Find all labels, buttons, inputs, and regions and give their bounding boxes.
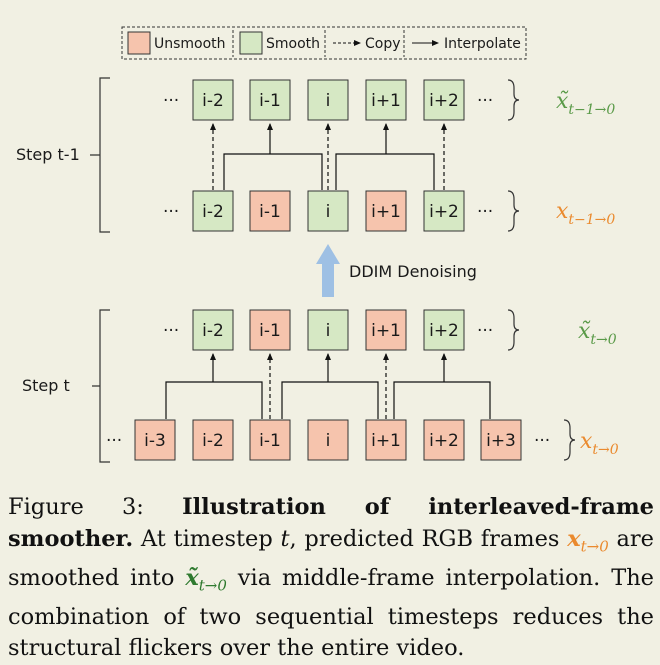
label-xtilde-t: x̃t→0 — [578, 319, 617, 348]
frame-label: i+1 — [371, 91, 401, 111]
frame-label: i-1 — [259, 202, 281, 222]
step-t1-brace — [90, 77, 110, 233]
caption-title: Illustration of interleaved-frame smooth… — [8, 494, 654, 552]
interp-bracket — [335, 153, 435, 190]
ddim-label: DDIM Denoising — [349, 262, 477, 281]
ellipsis-right-r1: ··· — [477, 91, 493, 111]
frame-box — [365, 419, 407, 461]
right-brace-t-top — [507, 309, 520, 351]
frame-label: i+1 — [371, 202, 401, 222]
frame-box — [307, 79, 349, 121]
frame-label: i-2 — [202, 91, 224, 111]
frame-box — [365, 309, 407, 351]
ellipsis-right-r4: ··· — [534, 431, 550, 451]
frame-box — [134, 419, 176, 461]
frame-label: i-1 — [259, 321, 281, 341]
frame-box — [249, 190, 291, 232]
right-brace-t1-top — [507, 79, 520, 121]
step-t-label: Step t — [22, 376, 70, 395]
row-t-top: i-2 i-1 i i+1 i+2 — [192, 309, 465, 351]
frame-box — [249, 79, 291, 121]
interp-bracket — [393, 381, 491, 419]
ellipsis-right-r2: ··· — [477, 202, 493, 222]
frame-box — [192, 419, 234, 461]
frame-box — [365, 190, 407, 232]
frame-label: i+1 — [371, 431, 401, 451]
ellipsis-left-r1: ··· — [163, 91, 179, 111]
step-t-connections — [165, 353, 491, 419]
frame-box — [307, 309, 349, 351]
frame-label: i — [326, 202, 331, 222]
frame-box — [249, 419, 291, 461]
ellipsis-left-r4: ··· — [106, 431, 122, 451]
frame-label: i-2 — [202, 202, 224, 222]
frame-box — [423, 419, 465, 461]
ddim-arrow — [316, 244, 340, 297]
frame-box — [423, 190, 465, 232]
legend: Unsmooth Smooth Copy Interpolate — [121, 26, 527, 60]
caption-fig-number: Figure 3: — [8, 494, 144, 520]
frame-label: i+2 — [429, 321, 459, 341]
interp-bracket — [281, 381, 379, 419]
frame-label: i+2 — [429, 202, 459, 222]
frame-box — [423, 309, 465, 351]
legend-smooth: Smooth — [266, 36, 320, 52]
frame-box — [307, 419, 349, 461]
right-brace-t1-bottom — [507, 190, 520, 232]
ellipsis-right-r3: ··· — [477, 321, 493, 341]
step-t-brace — [92, 309, 110, 463]
caption-x-symbol: xt→0 — [567, 525, 609, 556]
frame-label: i-1 — [259, 431, 281, 451]
figure-caption: Figure 3: Illustration of interleaved-fr… — [8, 492, 654, 665]
frame-box — [365, 79, 407, 121]
frame-label: i-1 — [259, 91, 281, 111]
frame-box — [192, 190, 234, 232]
interp-bracket — [223, 153, 323, 190]
frame-label: i+3 — [486, 431, 516, 451]
ellipsis-left-r3: ··· — [163, 321, 179, 341]
frame-label: i-2 — [202, 431, 224, 451]
caption-t: t — [280, 525, 290, 552]
caption-text-2: , predicted RGB frames — [289, 525, 560, 552]
label-x-t1: xt−1→0 — [556, 199, 615, 228]
unsmooth-swatch — [127, 31, 151, 55]
row-t1-top: i-2 i-1 i i+1 i+2 — [192, 79, 465, 121]
caption-xtilde-symbol: x̃t→0 — [185, 564, 227, 595]
legend-frame — [121, 26, 527, 60]
frame-label: i+1 — [371, 321, 401, 341]
caption-text-4: via middle-frame interpolation. The comb… — [8, 564, 655, 662]
legend-interpolate: Interpolate — [444, 36, 521, 52]
label-x-t: xt→0 — [580, 429, 619, 458]
frame-box — [192, 79, 234, 121]
frame-label: i — [326, 431, 331, 451]
frame-box — [423, 79, 465, 121]
row-t1-bottom: i-2 i-1 i i+1 i+2 — [192, 190, 465, 232]
label-xtilde-t1: x̃t−1→0 — [556, 89, 615, 118]
caption-text-3: are smoothed into — [8, 525, 654, 591]
interleaved-frame-smoother-diagram: Unsmooth Smooth Copy Interpolate Step t-… — [16, 26, 619, 463]
frame-box — [480, 419, 522, 461]
frame-box — [249, 309, 291, 351]
interp-bracket — [165, 381, 263, 419]
frame-box — [192, 309, 234, 351]
legend-unsmooth: Unsmooth — [154, 36, 226, 52]
legend-copy: Copy — [365, 36, 401, 52]
frame-label: i+2 — [429, 431, 459, 451]
right-brace-t-bottom — [563, 419, 576, 461]
step-t1-label: Step t-1 — [16, 145, 80, 164]
frame-label: i — [326, 321, 331, 341]
frame-label: i-2 — [202, 321, 224, 341]
caption-text-1: At timestep — [140, 525, 273, 552]
row-t-bottom: i-3 i-2 i-1 i i+1 i+2 i+3 — [134, 419, 522, 461]
ellipsis-left-r2: ··· — [163, 202, 179, 222]
frame-label: i-3 — [144, 431, 166, 451]
frame-box — [307, 190, 349, 232]
frame-label: i+2 — [429, 91, 459, 111]
smooth-swatch — [239, 31, 263, 55]
step-t1-connections — [210, 123, 447, 190]
frame-label: i — [326, 91, 331, 111]
